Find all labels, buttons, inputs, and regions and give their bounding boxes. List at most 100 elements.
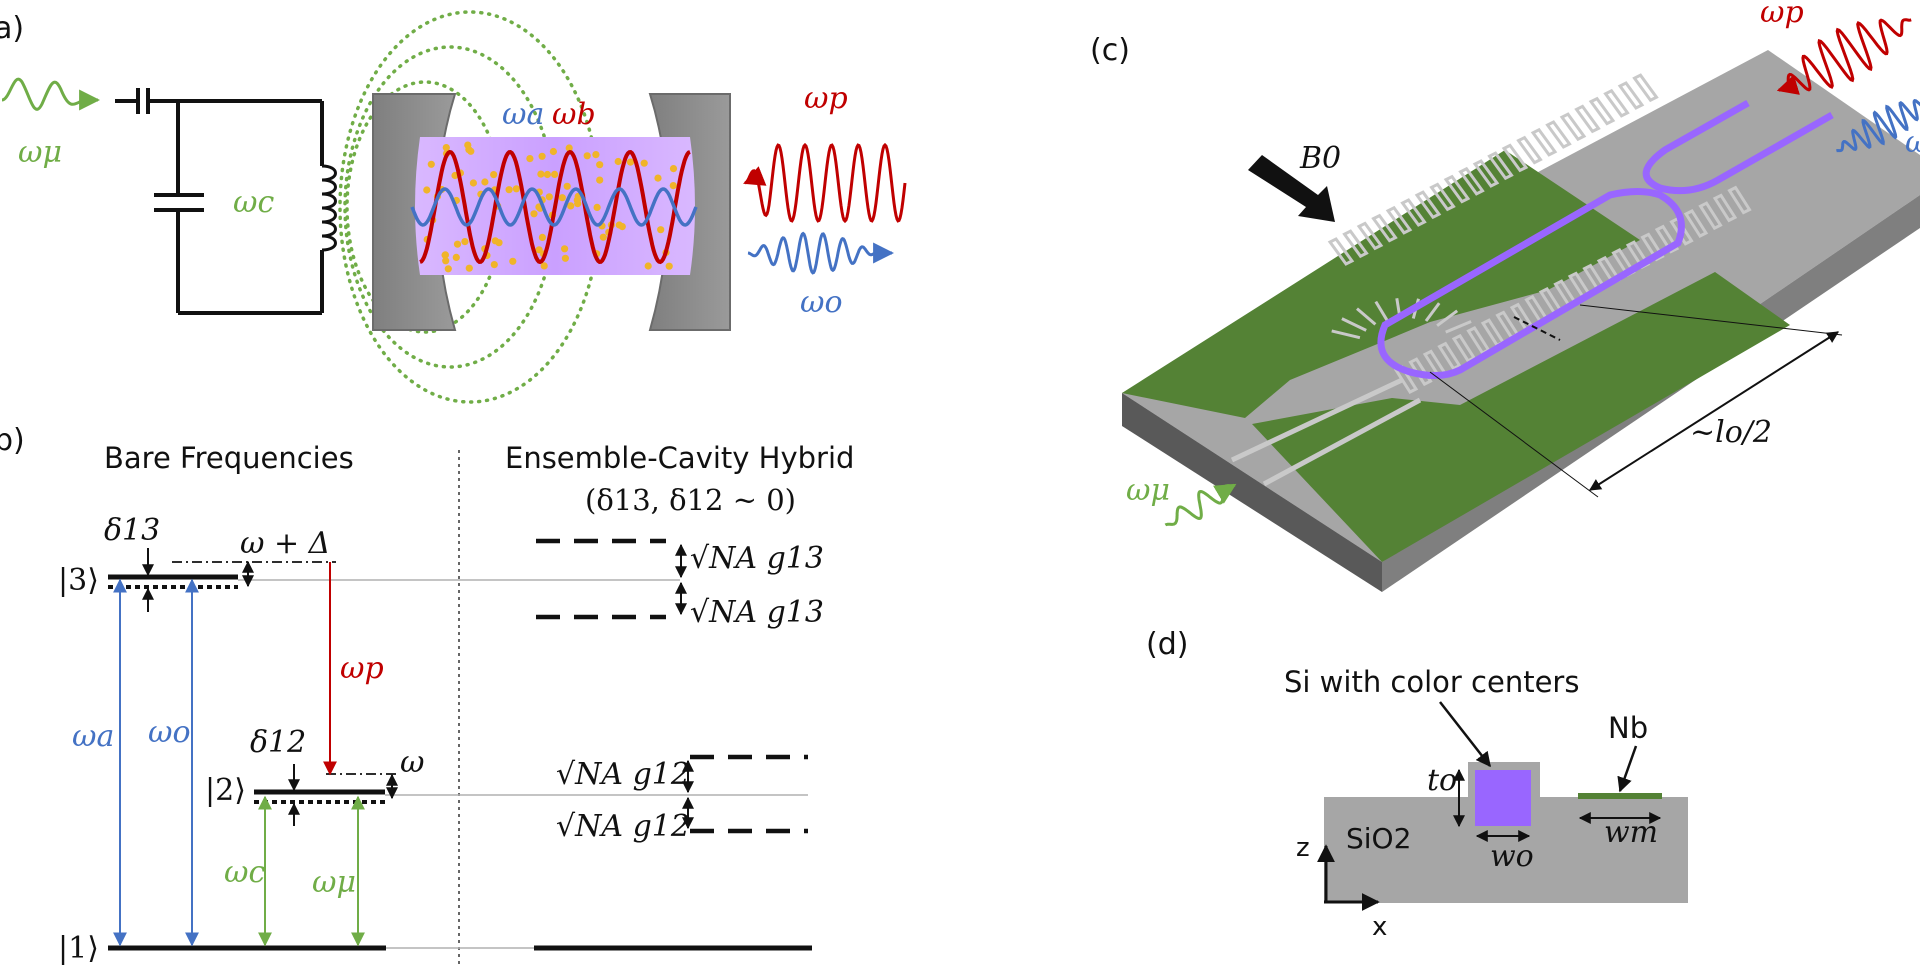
atom-dot [574, 200, 582, 208]
atom-dot [490, 261, 498, 269]
atom-dot [465, 264, 473, 272]
feedline-2 [1262, 397, 1422, 487]
idc-finger [1654, 224, 1680, 254]
atom-dot [481, 178, 489, 186]
panel-b-label: b) [0, 423, 25, 458]
idc-finger [1458, 166, 1485, 196]
panel-b: b) Bare Frequencies Ensemble-Cavity Hybr… [0, 423, 854, 966]
atom-dot [509, 257, 517, 265]
split12-top-label: √NA g12 [556, 757, 690, 792]
microwave-wave-c [1164, 483, 1237, 527]
atom-dot [596, 176, 604, 184]
optical-output-wave [747, 231, 895, 275]
atom-dot [427, 160, 435, 168]
delta12-label: δ12 [250, 725, 306, 760]
idc-finger [1640, 232, 1665, 262]
hybrid-header: Ensemble-Cavity Hybrid [505, 441, 854, 475]
dim-ext-2 [1429, 371, 1599, 498]
pump-standing-wave [419, 149, 691, 265]
atom-dot [538, 233, 547, 241]
omega-o-label-b: ωo [148, 715, 191, 750]
atom-dot [540, 262, 548, 270]
omega-mu-label-a: ωμ [18, 135, 62, 170]
length-dimension [1588, 331, 1840, 491]
idc-curved-finger [1331, 329, 1361, 340]
idc-finger [1443, 174, 1471, 204]
idc-finger [1501, 143, 1529, 173]
atom-dot [452, 253, 460, 261]
idc-comb-top [1327, 73, 1659, 340]
idc-finger [1385, 205, 1413, 235]
idc-comb-bottom [1393, 185, 1752, 394]
atom-dot [665, 262, 673, 270]
idc-finger [1683, 209, 1709, 238]
idc-finger [1487, 151, 1514, 181]
atom-dot [491, 237, 499, 245]
idc-curved-finger [1356, 307, 1377, 326]
reference-lines [238, 579, 808, 949]
atom-dot [535, 246, 543, 254]
idc-finger [1400, 198, 1427, 227]
racetrack-resonator [1377, 188, 1685, 379]
idc-finger [1472, 159, 1500, 188]
atom-dot [657, 226, 665, 234]
idc-finger [1327, 237, 1355, 266]
omega-o-label-c: ωo [1905, 125, 1920, 160]
idc-finger [1632, 73, 1659, 103]
bare-frequencies-header: Bare Frequencies [104, 441, 354, 475]
atom-dot [640, 159, 648, 167]
idc-curved-finger [1341, 317, 1367, 332]
idc-finger [1429, 182, 1456, 212]
omega-mu-label-b: ωμ [312, 865, 356, 900]
idc-finger [1408, 357, 1433, 387]
idc-finger [1516, 135, 1543, 165]
cross-section-mark [1513, 316, 1561, 341]
omega-b-label: ωb [552, 97, 596, 132]
atom-dot [615, 221, 623, 229]
ket-2: |2⟩ [205, 773, 246, 808]
atom-dot [537, 170, 545, 178]
atom-dot [669, 165, 678, 173]
omega-o-label-a: ωo [800, 285, 843, 320]
w-o-label: wo [1490, 839, 1534, 874]
idc-curved-finger [1374, 300, 1389, 321]
atom-dot [592, 151, 600, 159]
chip-left-face [1122, 393, 1382, 592]
idc-curved-finger [1424, 302, 1441, 322]
idc-finger [1530, 127, 1558, 157]
idc-finger [1437, 341, 1462, 371]
microwave-input-wave [1, 77, 101, 111]
omega-p-label-b: ωp [340, 651, 384, 686]
idc-finger [1559, 112, 1587, 142]
atom-dot [583, 152, 591, 160]
split13-top-label: √NA g13 [690, 541, 824, 576]
atom-dot [464, 141, 472, 149]
atom-dot [453, 240, 462, 248]
omega-p-label-a: ωp [804, 81, 848, 116]
optical-wave-c [1836, 98, 1920, 153]
si-label: Si with color centers [1284, 665, 1579, 699]
atom-dot [561, 245, 569, 253]
si-pointer [1439, 701, 1491, 768]
nb-pointer [1617, 745, 1638, 793]
si-waveguide [1475, 770, 1531, 826]
atom-dot [505, 186, 513, 194]
panel-a-label: a) [0, 11, 24, 46]
nb-strip [1578, 793, 1662, 799]
x-axis-label: x [1372, 912, 1387, 942]
idc-finger [1727, 185, 1752, 215]
optical-standing-wave [410, 187, 698, 227]
atom-dot [596, 161, 604, 169]
z-axis-label: z [1296, 833, 1310, 863]
atom-dot [442, 257, 450, 265]
atom-dot [565, 144, 573, 152]
atom-dot [558, 194, 566, 202]
atom-dot [469, 179, 477, 187]
split12-bottom-label: √NA g12 [556, 809, 690, 844]
idc-finger [1698, 201, 1723, 231]
atom-dot [626, 158, 635, 166]
pump-wave-c [1776, 18, 1912, 95]
idc-finger [1617, 81, 1645, 110]
atom-dot [599, 233, 607, 241]
